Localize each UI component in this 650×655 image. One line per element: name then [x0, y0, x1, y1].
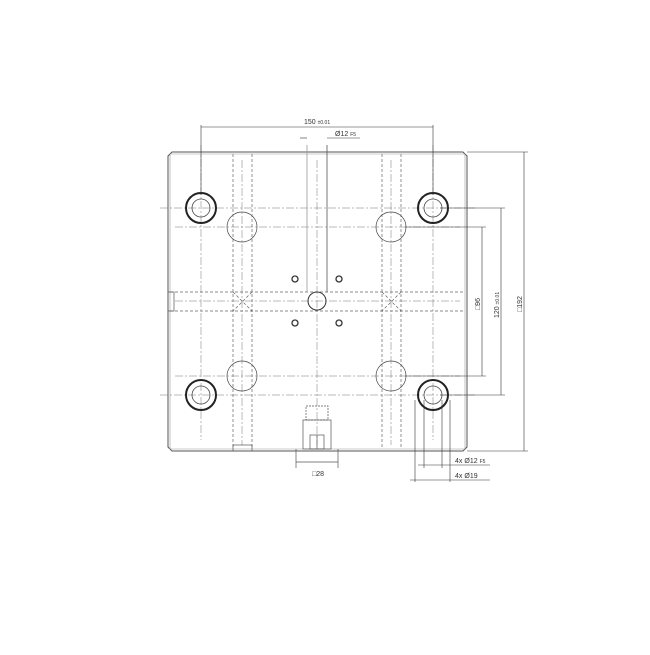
corner-counterbores	[185, 192, 449, 411]
connector	[295, 405, 339, 468]
dim-192: □192	[517, 296, 524, 312]
dim-96: □96	[475, 298, 482, 310]
side-markers	[167, 291, 253, 452]
dim-corner-bore: 4x Ø12 F5	[455, 458, 486, 465]
pockets	[226, 211, 407, 392]
dimension-labels: 150 ±0.01 Ø12 F5 □28 4x Ø12 F5 4x Ø19 □1…	[304, 119, 524, 480]
center-lines	[160, 145, 475, 445]
center-bore	[291, 145, 343, 327]
dim-120: 120 ±0.01	[494, 292, 501, 318]
plate-outline	[167, 151, 468, 452]
dim-28: □28	[312, 471, 324, 478]
dim-corner-counterbore: 4x Ø19	[455, 473, 478, 480]
dimension-lines	[200, 125, 528, 482]
dim-150: 150 ±0.01	[304, 119, 330, 126]
hidden-channels	[170, 154, 465, 449]
dim-bore: Ø12 F5	[335, 131, 356, 138]
